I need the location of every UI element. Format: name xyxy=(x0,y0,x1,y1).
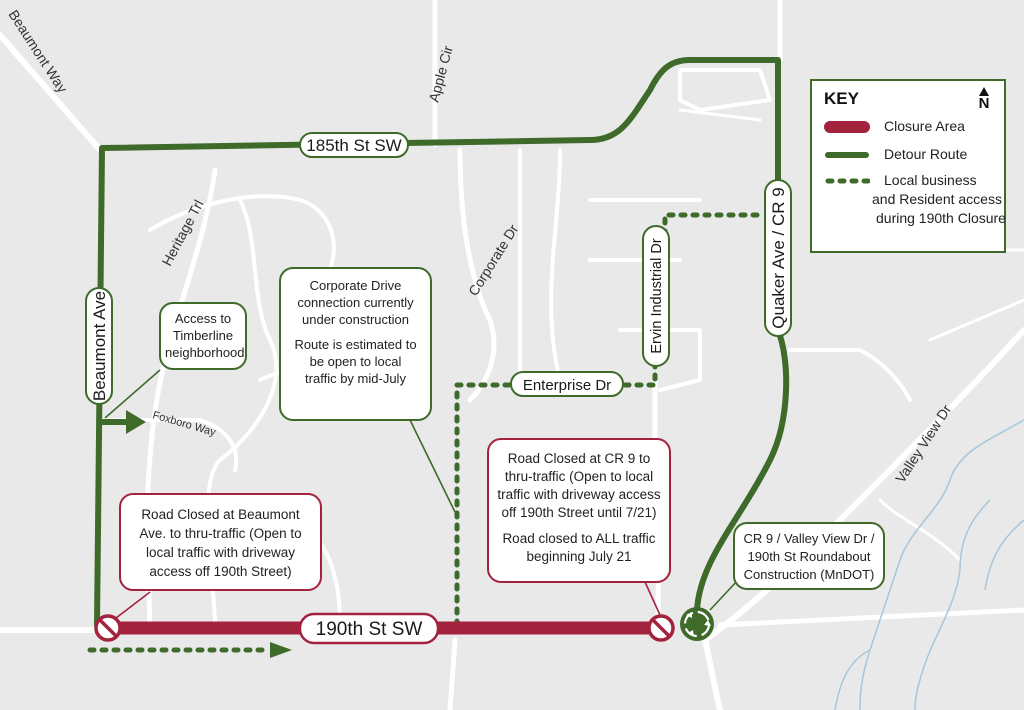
callout-roundabout-line3: Construction (MnDOT) xyxy=(743,567,875,582)
svg-text:Beaumont Ave: Beaumont Ave xyxy=(90,291,109,401)
callout-corporate-line6: traffic by mid-July xyxy=(305,371,406,386)
callout-beaumont-line1: Road Closed at Beaumont xyxy=(141,507,300,522)
route-label-190th: 190th St SW xyxy=(298,612,440,645)
local-access-swatch xyxy=(825,178,870,184)
svg-text:190th St SW: 190th St SW xyxy=(316,619,423,640)
svg-text:Enterprise Dr: Enterprise Dr xyxy=(523,377,611,394)
callout-cr9-line3: traffic with driveway access xyxy=(497,487,661,502)
route-label-enterprise-dr: Enterprise Dr xyxy=(510,371,624,397)
detour-route xyxy=(94,57,790,628)
north-label: N xyxy=(978,95,990,112)
route-label-185th: 185th St SW xyxy=(299,132,409,158)
route-label-quaker-ave: Quaker Ave / CR 9 xyxy=(764,179,792,337)
legend-title: KEY xyxy=(824,89,859,108)
local-access-arrow xyxy=(270,642,292,658)
callout-cr9-closure: Road Closed at CR 9 to thru-traffic (Ope… xyxy=(487,438,671,583)
street-label-foxboro-way: Foxboro Way xyxy=(151,409,217,439)
no-entry-icon xyxy=(94,614,122,642)
callout-leaders xyxy=(104,369,739,619)
callout-corporate-line1: Corporate Drive xyxy=(309,278,402,293)
legend-label-closure: Closure Area xyxy=(884,118,965,134)
callout-cr9-line6: beginning July 21 xyxy=(526,549,632,564)
legend-label-local-2: and Resident access xyxy=(872,191,1002,207)
callout-cr9-line4: off 190th Street until 7/21) xyxy=(501,505,657,520)
north-arrow-icon: N xyxy=(976,87,992,111)
callout-roundabout-line1: CR 9 / Valley View Dr / xyxy=(743,531,875,546)
creek xyxy=(834,419,1024,710)
street-label-heritage-trl: Heritage Trl xyxy=(159,197,207,268)
svg-text:185th St SW: 185th St SW xyxy=(306,136,401,155)
callout-timberline-access: Access to Timberline neighborhood xyxy=(159,302,247,370)
callout-roundabout-line2: 190th St Roundabout xyxy=(747,549,871,564)
street-label-apple-cir: Apple Cir xyxy=(425,44,455,104)
svg-text:Quaker Ave / CR 9: Quaker Ave / CR 9 xyxy=(769,187,788,328)
callout-timberline-line3: neighborhood xyxy=(165,345,245,360)
detour-swatch xyxy=(825,152,869,158)
callout-timberline-line2: Timberline xyxy=(172,328,234,343)
roundabout-icon xyxy=(680,607,714,641)
callout-cr9-line5: Road closed to ALL traffic xyxy=(502,531,656,546)
callout-beaumont-closure: Road Closed at Beaumont Ave. to thru-tra… xyxy=(119,493,322,591)
map-legend: KEY N Closure Area Detour Route Local bu… xyxy=(810,79,1006,253)
callout-corporate-line5: be open to local xyxy=(309,354,402,369)
route-label-beaumont-ave: Beaumont Ave xyxy=(85,287,113,405)
legend-label-local-1: Local business xyxy=(884,172,977,188)
callout-beaumont-line4: access off 190th Street) xyxy=(149,564,292,579)
callout-beaumont-line3: local traffic with driveway xyxy=(145,545,296,560)
legend-label-detour: Detour Route xyxy=(884,146,968,162)
callout-timberline-line1: Access to xyxy=(174,311,232,326)
callout-corporate-line4: Route is estimated to xyxy=(294,337,417,352)
callout-cr9-line2: thru-traffic (Open to local xyxy=(504,469,654,484)
street-label-valley-view-dr: Valley View Dr xyxy=(892,401,954,485)
svg-text:Ervin Industrial Dr: Ervin Industrial Dr xyxy=(649,238,665,353)
closure-swatch xyxy=(824,121,870,133)
callout-beaumont-line2: Ave. to thru-traffic (Open to xyxy=(139,526,302,541)
foxboro-access-arrow xyxy=(100,410,146,434)
callout-corporate-drive: Corporate Drive connection currently und… xyxy=(279,267,432,421)
callout-roundabout: CR 9 / Valley View Dr / 190th St Roundab… xyxy=(733,522,885,590)
callout-corporate-line2: connection currently xyxy=(297,295,414,310)
callout-cr9-line1: Road Closed at CR 9 to xyxy=(507,451,651,466)
route-label-ervin-industrial-dr: Ervin Industrial Dr xyxy=(642,225,670,367)
callout-corporate-line3: under construction xyxy=(302,312,409,327)
street-label-corporate-dr: Corporate Dr xyxy=(465,221,522,298)
legend-label-local-3: during 190th Closure xyxy=(876,210,1006,226)
no-entry-icon xyxy=(647,614,675,642)
